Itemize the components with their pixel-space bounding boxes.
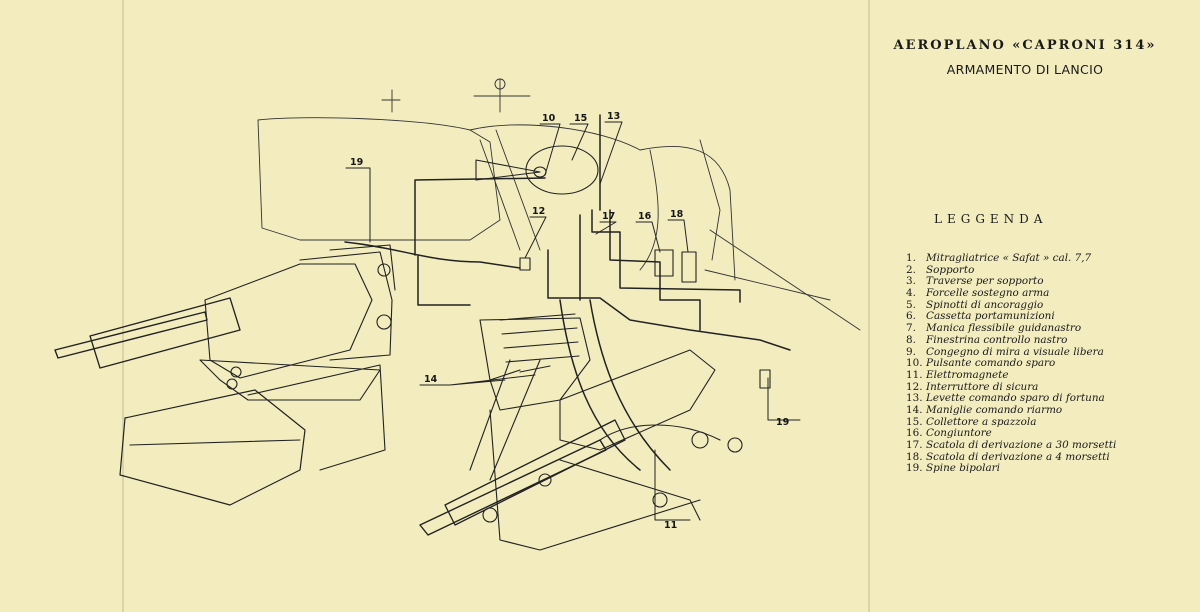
legend-number: 19. bbox=[906, 462, 923, 475]
junction-boxes bbox=[519, 249, 771, 389]
legend-text: Scatola di derivazione a 4 morsetti bbox=[926, 450, 1110, 463]
legend-item: 13.Levette comando sparo di fortuna bbox=[906, 392, 1196, 405]
legend-number: 13. bbox=[906, 392, 923, 405]
callouts: 19 10 15 13 12 17 16 18 14 19 11 bbox=[345, 111, 801, 531]
legend-text: Maniglie comando riarmo bbox=[926, 403, 1063, 416]
legend-text: Interruttore di sicura bbox=[926, 380, 1039, 393]
legend-number: 15. bbox=[906, 415, 923, 428]
legend-number: 3. bbox=[906, 275, 916, 288]
legend-list: 1. Mitragliatrice « Safat » cal. 7,7 2. So… bbox=[906, 252, 1196, 475]
fold-line bbox=[868, 0, 870, 612]
legend-number: 17. bbox=[906, 439, 923, 451]
lower-right-machine-gun bbox=[419, 313, 743, 551]
legend-number: 14. bbox=[906, 403, 923, 416]
legend-item: 8. Finestrina controllo nastro bbox=[906, 333, 1196, 347]
legend-text: Pulsante comando sparo bbox=[926, 357, 1056, 370]
fold-line bbox=[122, 0, 124, 612]
legend-number: 16. bbox=[906, 427, 923, 440]
legend-number: 7. bbox=[906, 322, 916, 335]
legend-text: Spinotti di ancoraggio bbox=[926, 298, 1044, 311]
callout-14: 14 bbox=[424, 374, 438, 385]
legend-number: 18. bbox=[906, 450, 923, 463]
callout-10: 10 bbox=[542, 113, 556, 124]
legend-item: 9. Congegno di mira a visuale libera bbox=[906, 345, 1196, 359]
legend-item: 19.Spine bipolari bbox=[906, 463, 1196, 475]
legend-item: 11.Elettromagnete bbox=[906, 368, 1196, 382]
legend-text: Mitragliatrice « Safat » cal. 7,7 bbox=[926, 252, 1092, 264]
title-block: AEROPLANO «CAPRONI 314» ARMAMENTO DI LAN… bbox=[870, 38, 1180, 77]
callout-12: 12 bbox=[532, 206, 545, 217]
legend-number: 9. bbox=[906, 345, 916, 358]
legend-number: 11. bbox=[906, 368, 923, 381]
sight-ring bbox=[475, 145, 599, 195]
legend-text: Finestrina controllo nastro bbox=[926, 333, 1068, 346]
upper-left-machine-gun bbox=[54, 244, 396, 506]
legend-number: 12. bbox=[906, 380, 923, 393]
callout-13: 13 bbox=[607, 111, 620, 122]
legend-text: Sopporto bbox=[926, 263, 975, 276]
callout-16: 16 bbox=[638, 211, 652, 222]
legend-number: 5. bbox=[906, 298, 916, 311]
legend-text: Congiuntore bbox=[926, 427, 992, 440]
legend-text: Forcelle sostegno arma bbox=[926, 287, 1050, 300]
callout-11: 11 bbox=[664, 520, 677, 531]
page-title: AEROPLANO «CAPRONI 314» bbox=[893, 38, 1157, 53]
legend-item: 14.Maniglie comando riarmo bbox=[906, 403, 1196, 417]
legend-item: 3. Traverse per sopporto bbox=[906, 276, 1196, 288]
legend-text: Congegno di mira a visuale libera bbox=[926, 345, 1104, 358]
legend-item: 7. Manica flessibile guidanastro bbox=[906, 322, 1196, 335]
legend-number: 1. bbox=[906, 252, 916, 264]
legend-text: Levette comando sparo di fortuna bbox=[926, 392, 1105, 405]
legend-text: Collettore a spazzola bbox=[926, 415, 1037, 428]
legend-item: 1. Mitragliatrice « Safat » cal. 7,7 bbox=[906, 252, 1196, 265]
page-subtitle: ARMAMENTO DI LANCIO bbox=[946, 62, 1104, 77]
legend-item: 6. Cassetta portamunizioni bbox=[906, 311, 1196, 323]
legend-item: 2. Sopporto bbox=[906, 263, 1196, 277]
legend-text: Elettromagnete bbox=[926, 368, 1009, 381]
callout-17: 17 bbox=[602, 211, 615, 222]
legend-item: 5. Spinotti di ancoraggio bbox=[906, 298, 1196, 312]
cockpit-structure bbox=[257, 78, 861, 331]
legend-number: 4. bbox=[906, 287, 916, 300]
callout-19-lower: 19 bbox=[776, 417, 789, 428]
legend-item: 4. Forcelle sostegno arma bbox=[906, 287, 1196, 300]
legend-item: 18.Scatola di derivazione a 4 morsetti bbox=[906, 450, 1196, 464]
legend-number: 8. bbox=[906, 333, 916, 346]
legend-text: Spine bipolari bbox=[926, 462, 1000, 475]
legend-item: 15.Collettore a spazzola bbox=[906, 415, 1196, 429]
legend-number: 6. bbox=[906, 310, 916, 323]
legend-item: 12.Interruttore di sicura bbox=[906, 380, 1196, 394]
legend-number: 2. bbox=[906, 263, 916, 276]
legend-item: 16.Congiuntore bbox=[906, 427, 1196, 440]
wiring-harness bbox=[344, 114, 791, 471]
legend-text: Traverse per sopporto bbox=[926, 275, 1044, 288]
legend-text: Cassetta portamunizioni bbox=[926, 310, 1055, 323]
legend-text: Manica flessibile guidanastro bbox=[926, 322, 1082, 335]
legend-number: 10. bbox=[906, 357, 923, 370]
callout-15: 15 bbox=[574, 113, 587, 124]
legend-item: 17.Scatola di derivazione a 30 morsetti bbox=[906, 439, 1196, 452]
callout-18: 18 bbox=[670, 209, 684, 220]
legend-item: 10.Pulsante comando sparo bbox=[906, 357, 1196, 370]
legend-text: Scatola di derivazione a 30 morsetti bbox=[926, 439, 1117, 451]
legend-heading: LEGGENDA bbox=[934, 212, 1048, 226]
callout-19-upper: 19 bbox=[350, 157, 363, 168]
